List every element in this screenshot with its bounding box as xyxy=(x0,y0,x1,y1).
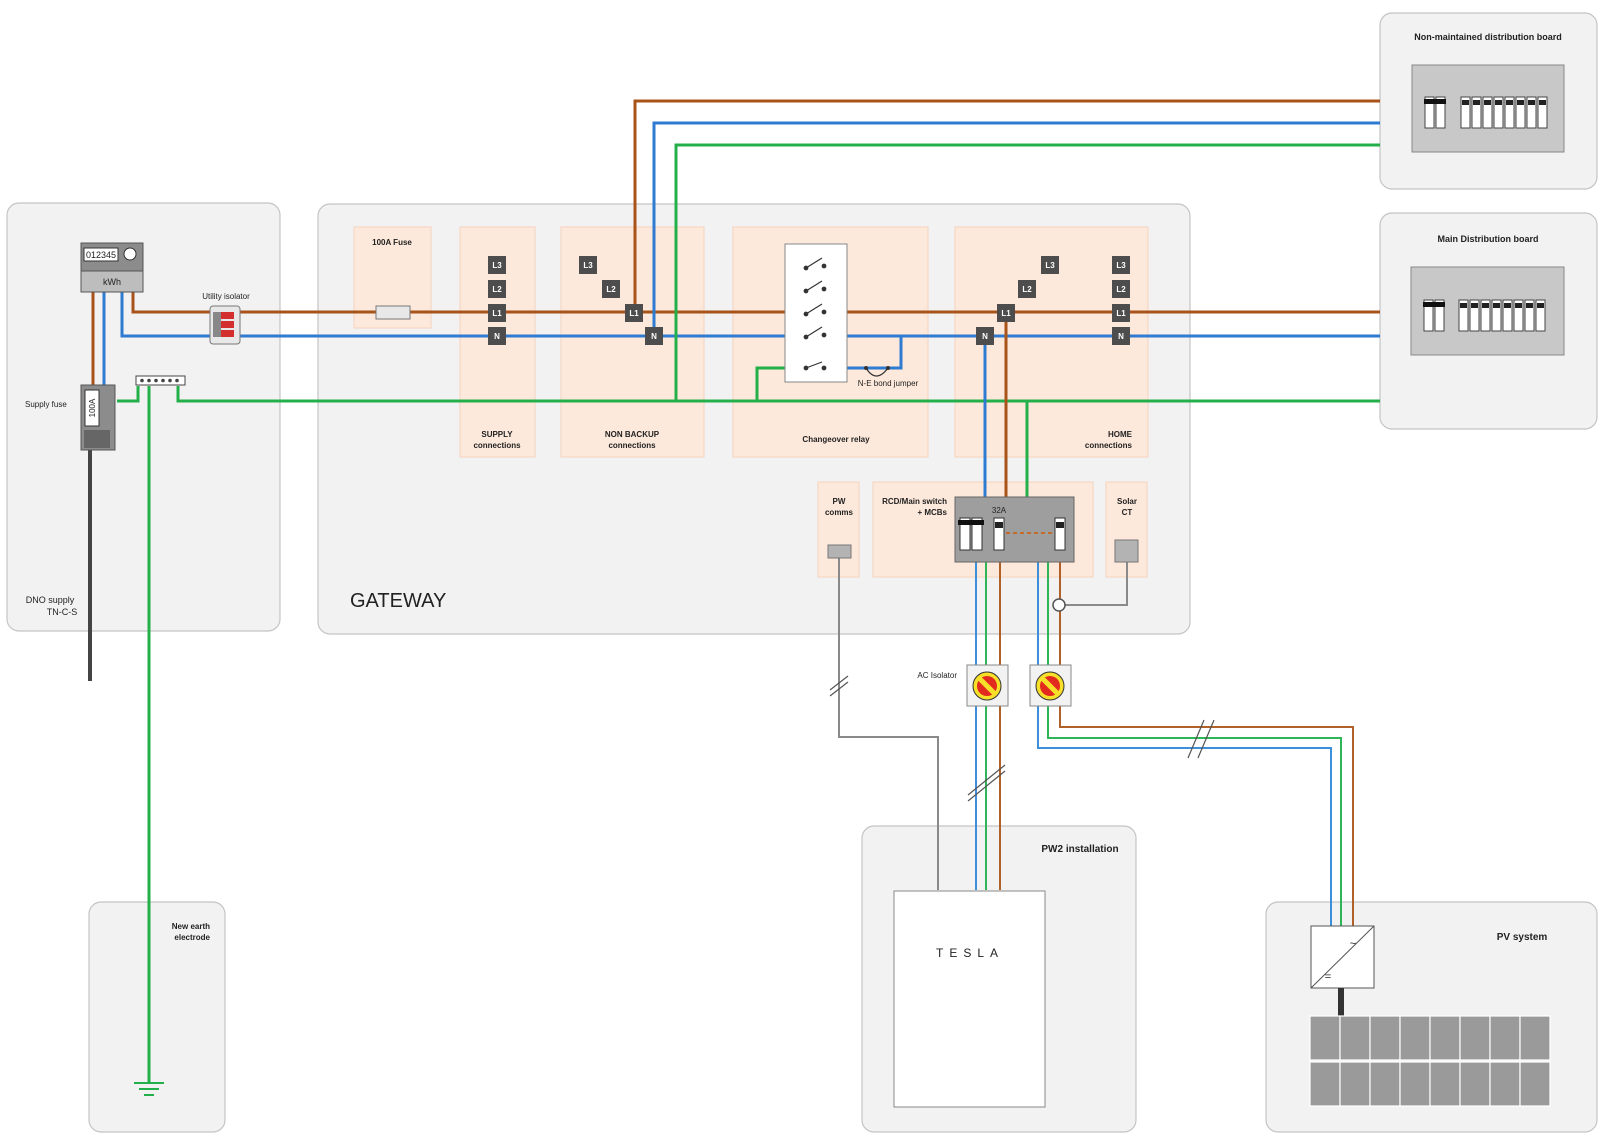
meter-reading: 012345 xyxy=(86,250,116,260)
inverter-ac-symbol: ~ xyxy=(1350,938,1356,950)
inverter-dc-symbol: = xyxy=(1325,971,1331,983)
svg-text:L3: L3 xyxy=(1045,261,1055,270)
non-maintained-line-wire xyxy=(633,99,1380,312)
earth-electrode-title-2: electrode xyxy=(174,933,210,942)
supply-terminals: L3 L2 L1 N xyxy=(488,256,506,345)
ct-clamp-icon xyxy=(1052,598,1066,612)
solar-ct-subtitle: CT xyxy=(1122,508,1133,517)
home-connections-title: HOME xyxy=(1108,430,1133,439)
non-maintained-neutral-wire xyxy=(652,121,1380,336)
solar-panels xyxy=(1309,1015,1551,1107)
svg-text:L1: L1 xyxy=(1116,309,1126,318)
ne-bond-label: N-E bond jumper xyxy=(858,379,919,388)
ac-isolator-label: AC Isolator xyxy=(917,671,957,680)
utility-isolator xyxy=(209,305,241,345)
pv-inverter: ~ = xyxy=(1310,925,1375,989)
non-backup-terminals: L3 L2 L1 N xyxy=(579,256,663,345)
changeover-relay xyxy=(784,243,890,383)
svg-text:N: N xyxy=(494,332,500,341)
electricity-meter: 012345 kWh xyxy=(80,242,144,293)
gateway-title: GATEWAY xyxy=(350,590,446,612)
pw-comms-title: PW xyxy=(833,497,846,506)
ac-isolator-pv xyxy=(1029,664,1072,707)
earth-fuse-wire xyxy=(117,386,140,403)
svg-text:L1: L1 xyxy=(1001,309,1011,318)
svg-text:N: N xyxy=(1118,332,1124,341)
earth-terminal-bar xyxy=(135,375,186,386)
line-bus-wire xyxy=(131,290,1380,314)
dno-supply-type: TN-C-S xyxy=(47,607,78,617)
earth-ground-icon xyxy=(134,1082,164,1096)
svg-text:L3: L3 xyxy=(1116,261,1126,270)
pv-earth-wire xyxy=(1047,562,1342,926)
pv-neutral-wire xyxy=(1037,562,1332,926)
pv-title: PV system xyxy=(1497,932,1548,943)
pw2-title: PW2 installation xyxy=(1041,844,1118,855)
solar-ct-title: Solar xyxy=(1117,497,1137,506)
main-board-breakers xyxy=(1410,266,1565,356)
earth-electrode-panel xyxy=(88,901,226,1133)
supply-connections-title: SUPPLY xyxy=(481,430,513,439)
svg-text:L2: L2 xyxy=(1116,285,1126,294)
tesla-logo: TESLA xyxy=(936,946,1004,960)
relay-earth-wire xyxy=(755,366,790,401)
rcd-subtitle: + MCBs xyxy=(917,508,947,517)
svg-text:L3: L3 xyxy=(492,261,502,270)
solar-ct-port xyxy=(1114,539,1139,563)
rcd-title: RCD/Main switch xyxy=(882,497,947,506)
svg-text:N: N xyxy=(982,332,988,341)
rcd-mcb-unit xyxy=(954,496,1075,563)
non-maintained-breakers xyxy=(1411,64,1565,153)
fuse-box-title: 100A Fuse xyxy=(372,238,412,247)
pv-line-wire xyxy=(1059,540,1354,926)
changeover-relay-title: Changeover relay xyxy=(802,435,870,444)
powerwall-unit xyxy=(893,890,1046,1108)
non-maintained-earth-wire xyxy=(674,143,1380,401)
pw-comms-port xyxy=(827,544,852,559)
earth-electrode-title-1: New earth xyxy=(172,922,210,931)
pw-comms-subtitle: comms xyxy=(825,508,854,517)
home-connections-subtitle: connections xyxy=(1085,441,1133,450)
main-board-title: Main Distribution board xyxy=(1438,234,1539,244)
svg-text:L3: L3 xyxy=(583,261,593,270)
supply-connections-subtitle: connections xyxy=(473,441,521,450)
non-backup-title: NON BACKUP xyxy=(605,430,660,439)
supply-fuse-label: Supply fuse xyxy=(25,400,67,409)
svg-text:L1: L1 xyxy=(629,309,639,318)
fuse-rating: 100A xyxy=(88,398,97,417)
svg-text:L2: L2 xyxy=(606,285,616,294)
non-maintained-board-title: Non-maintained distribution board xyxy=(1414,32,1562,42)
home-terminals-left: L3 L2 L1 N xyxy=(976,256,1059,345)
fuse-icon xyxy=(375,305,411,320)
svg-text:L2: L2 xyxy=(1022,285,1032,294)
break-marks xyxy=(829,675,1215,802)
svg-text:L1: L1 xyxy=(492,309,502,318)
supply-fuse: 100A xyxy=(80,384,116,451)
solar-ct-cable xyxy=(1060,558,1128,606)
earth-bus-wire xyxy=(176,386,1380,403)
ac-isolator-pw2 xyxy=(966,664,1009,707)
svg-text:N: N xyxy=(651,332,657,341)
non-backup-subtitle: connections xyxy=(608,441,656,450)
home-terminals-right: L3 L2 L1 N xyxy=(1112,256,1130,345)
meter-unit: kWh xyxy=(103,277,121,287)
svg-text:L2: L2 xyxy=(492,285,502,294)
mcb-rating: 32A xyxy=(992,506,1007,515)
pw-comms-cable xyxy=(838,558,939,890)
neutral-bus-wire xyxy=(120,290,1380,338)
dno-supply-label: DNO supply xyxy=(26,595,75,605)
utility-isolator-label: Utility isolator xyxy=(202,292,250,301)
